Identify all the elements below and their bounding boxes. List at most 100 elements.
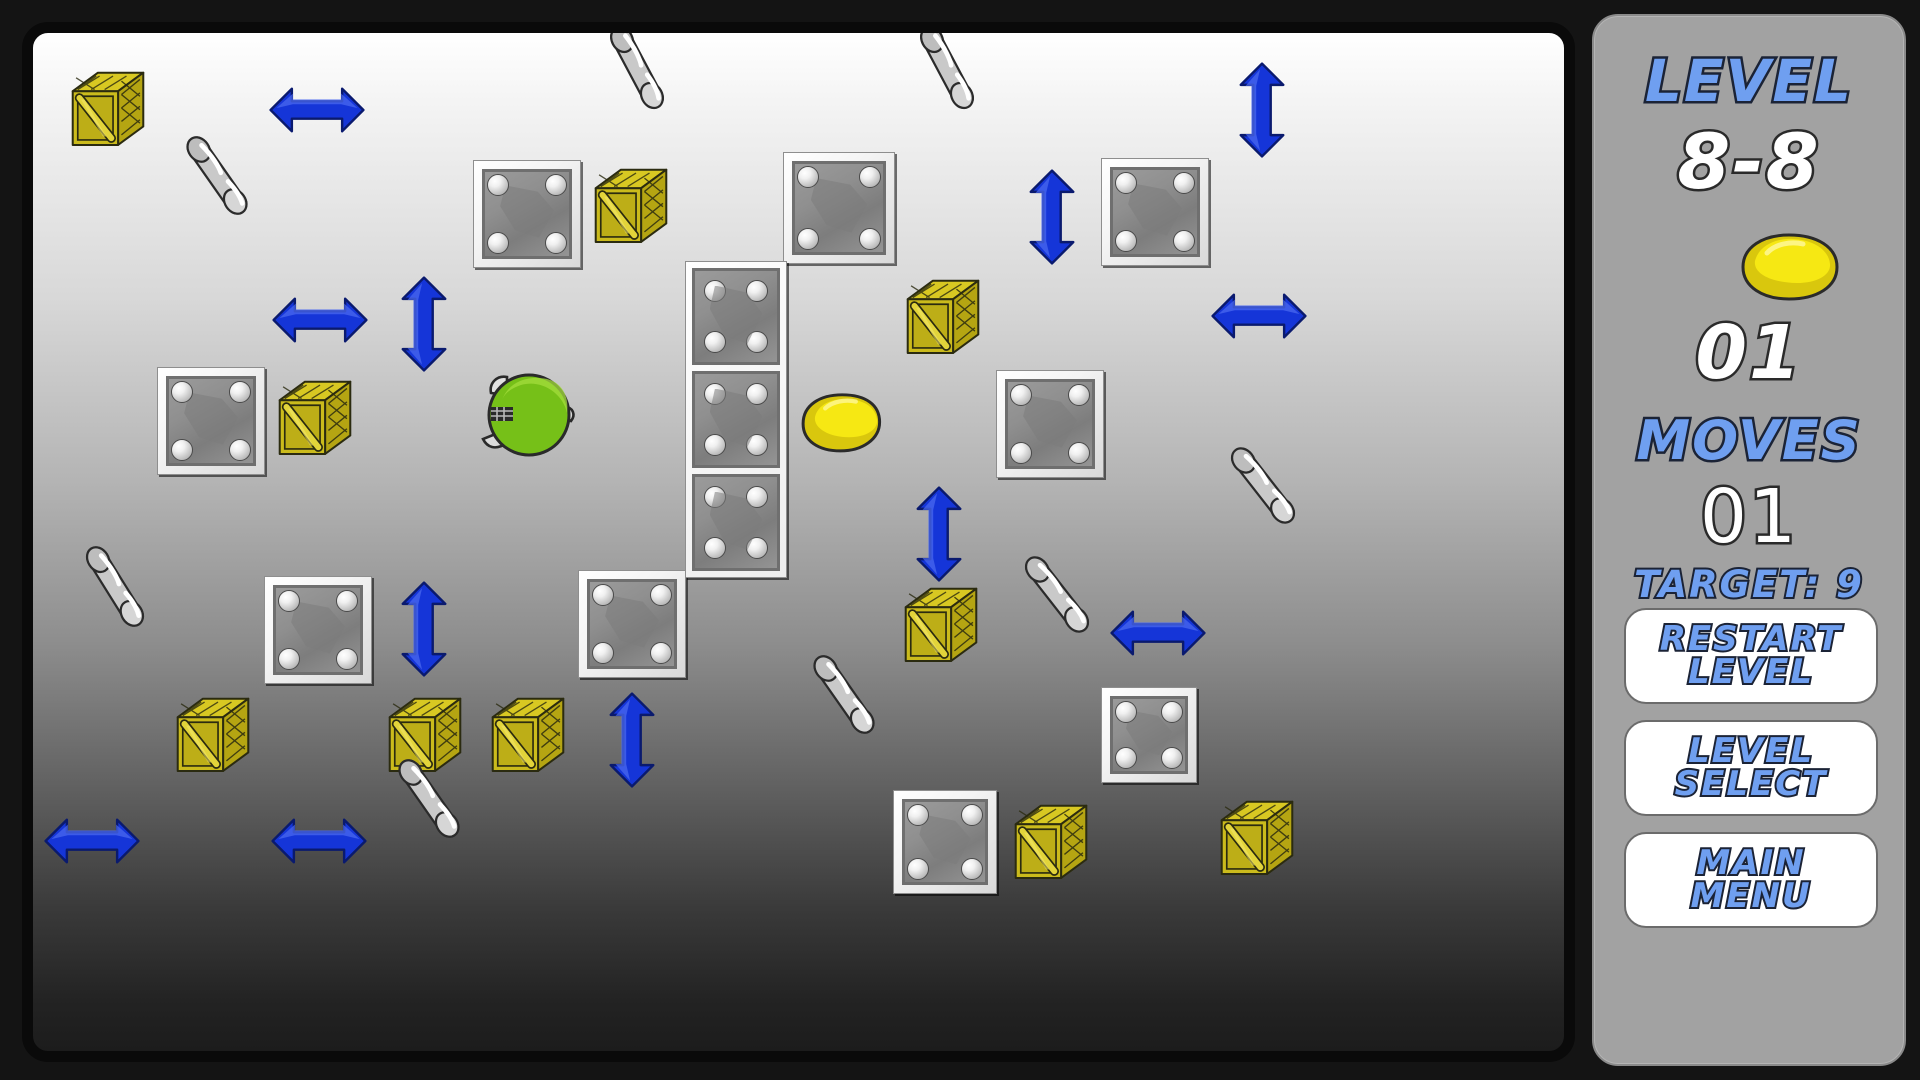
white-rod[interactable] — [175, 122, 260, 228]
arrow-horizontal-icon[interactable] — [271, 291, 369, 349]
level-label: LEVEL — [1642, 47, 1854, 115]
main-menu-button[interactable]: MAIN MENU — [1624, 832, 1878, 928]
bolt-icon — [1161, 747, 1183, 769]
arrow-vertical-icon[interactable] — [603, 691, 661, 789]
wooden-crate[interactable] — [273, 375, 357, 459]
bolt-icon — [278, 648, 300, 670]
grey-metal-block[interactable] — [264, 576, 372, 684]
arrow-vertical-icon[interactable] — [395, 580, 453, 678]
yellow-blob-collectible[interactable] — [798, 391, 883, 453]
bolt-icon — [746, 434, 768, 456]
grey-block-cell — [692, 474, 780, 571]
bolt-icon — [545, 174, 567, 196]
bolt-icon — [592, 642, 614, 664]
bolt-icon — [545, 232, 567, 254]
grey-block-cell — [692, 268, 780, 365]
main-menu-line2: MENU — [1688, 876, 1812, 916]
grey-metal-block[interactable] — [473, 160, 581, 268]
wooden-crate[interactable] — [171, 692, 255, 776]
bolt-icon — [1161, 701, 1183, 723]
bolt-icon — [797, 228, 819, 250]
wooden-crate[interactable] — [1215, 795, 1299, 879]
restart-level-button[interactable]: RESTART LEVEL — [1624, 608, 1878, 704]
grey-metal-block[interactable] — [783, 152, 895, 264]
level-select-line1: LEVEL — [1686, 730, 1815, 771]
bolt-icon — [650, 642, 672, 664]
bolt-icon — [592, 584, 614, 606]
grey-metal-block[interactable] — [578, 570, 686, 678]
playfield-stage — [33, 33, 1564, 1051]
bolt-icon — [336, 590, 358, 612]
bolt-icon — [229, 381, 251, 403]
arrow-vertical-icon[interactable] — [1233, 61, 1291, 159]
white-rod[interactable] — [802, 641, 887, 747]
arrow-vertical-icon[interactable] — [910, 485, 968, 583]
arrow-horizontal-icon[interactable] — [268, 81, 366, 139]
bolt-icon — [1115, 747, 1137, 769]
bolt-icon — [704, 383, 726, 405]
arrow-horizontal-icon[interactable] — [1210, 287, 1308, 345]
wooden-crate[interactable] — [901, 274, 985, 358]
bolt-icon — [907, 858, 929, 880]
bolt-icon — [171, 439, 193, 461]
bolt-icon — [229, 439, 251, 461]
bolt-icon — [650, 584, 672, 606]
bolt-icon — [746, 486, 768, 508]
arrow-vertical-icon[interactable] — [1023, 168, 1081, 266]
bolt-icon — [746, 331, 768, 353]
grey-block-cell — [692, 371, 780, 468]
level-select-line2: SELECT — [1673, 764, 1828, 804]
main-menu-line1: MAIN — [1694, 842, 1806, 883]
bolt-icon — [704, 280, 726, 302]
bolt-icon — [1068, 442, 1090, 464]
grey-metal-block[interactable] — [996, 370, 1104, 478]
bolt-icon — [961, 804, 983, 826]
bolt-icon — [1068, 384, 1090, 406]
wooden-crate[interactable] — [486, 692, 570, 776]
arrow-horizontal-icon[interactable] — [1109, 604, 1207, 662]
moves-label: MOVES — [1634, 409, 1862, 472]
bolt-icon — [859, 228, 881, 250]
bolt-icon — [859, 166, 881, 188]
level-number: 8-8 — [1675, 117, 1821, 206]
collectible-count: 01 — [1693, 310, 1803, 396]
white-rod[interactable] — [910, 33, 985, 123]
yellow-blob-icon — [1733, 231, 1845, 303]
bolt-icon — [487, 232, 509, 254]
white-rod[interactable] — [600, 33, 675, 123]
wooden-crate[interactable] — [66, 66, 150, 150]
bolt-icon — [487, 174, 509, 196]
wooden-crate[interactable] — [383, 692, 467, 776]
grey-metal-block[interactable] — [1101, 158, 1209, 266]
bolt-icon — [746, 280, 768, 302]
grey-metal-block[interactable] — [157, 367, 265, 475]
bolt-icon — [1115, 230, 1137, 252]
arrow-vertical-icon[interactable] — [395, 275, 453, 373]
level-select-button[interactable]: LEVEL SELECT — [1624, 720, 1878, 816]
bolt-icon — [336, 648, 358, 670]
hud-sidebar: LEVEL 8-8 01 MOVES 01 TARGET: 9 RESTART … — [1592, 14, 1906, 1066]
grey-metal-block[interactable] — [893, 790, 997, 894]
wooden-crate[interactable] — [589, 163, 673, 247]
green-player-ball[interactable] — [477, 363, 577, 463]
bolt-icon — [746, 383, 768, 405]
white-rod[interactable] — [75, 532, 156, 640]
arrow-horizontal-icon[interactable] — [270, 812, 368, 870]
bolt-icon — [278, 590, 300, 612]
bolt-icon — [1115, 701, 1137, 723]
white-rod[interactable] — [1013, 543, 1102, 647]
bolt-icon — [1173, 230, 1195, 252]
playfield[interactable] — [22, 22, 1575, 1062]
wooden-crate[interactable] — [899, 582, 983, 666]
bolt-icon — [1115, 172, 1137, 194]
white-rod[interactable] — [387, 745, 472, 851]
white-rod[interactable] — [1219, 434, 1308, 538]
bolt-icon — [704, 434, 726, 456]
grey-block-stack[interactable] — [685, 261, 787, 578]
grey-metal-block[interactable] — [1101, 687, 1197, 783]
wooden-crate[interactable] — [1009, 799, 1093, 883]
arrow-horizontal-icon[interactable] — [43, 812, 141, 870]
bolt-icon — [797, 166, 819, 188]
moves-count: 01 — [1697, 472, 1799, 563]
